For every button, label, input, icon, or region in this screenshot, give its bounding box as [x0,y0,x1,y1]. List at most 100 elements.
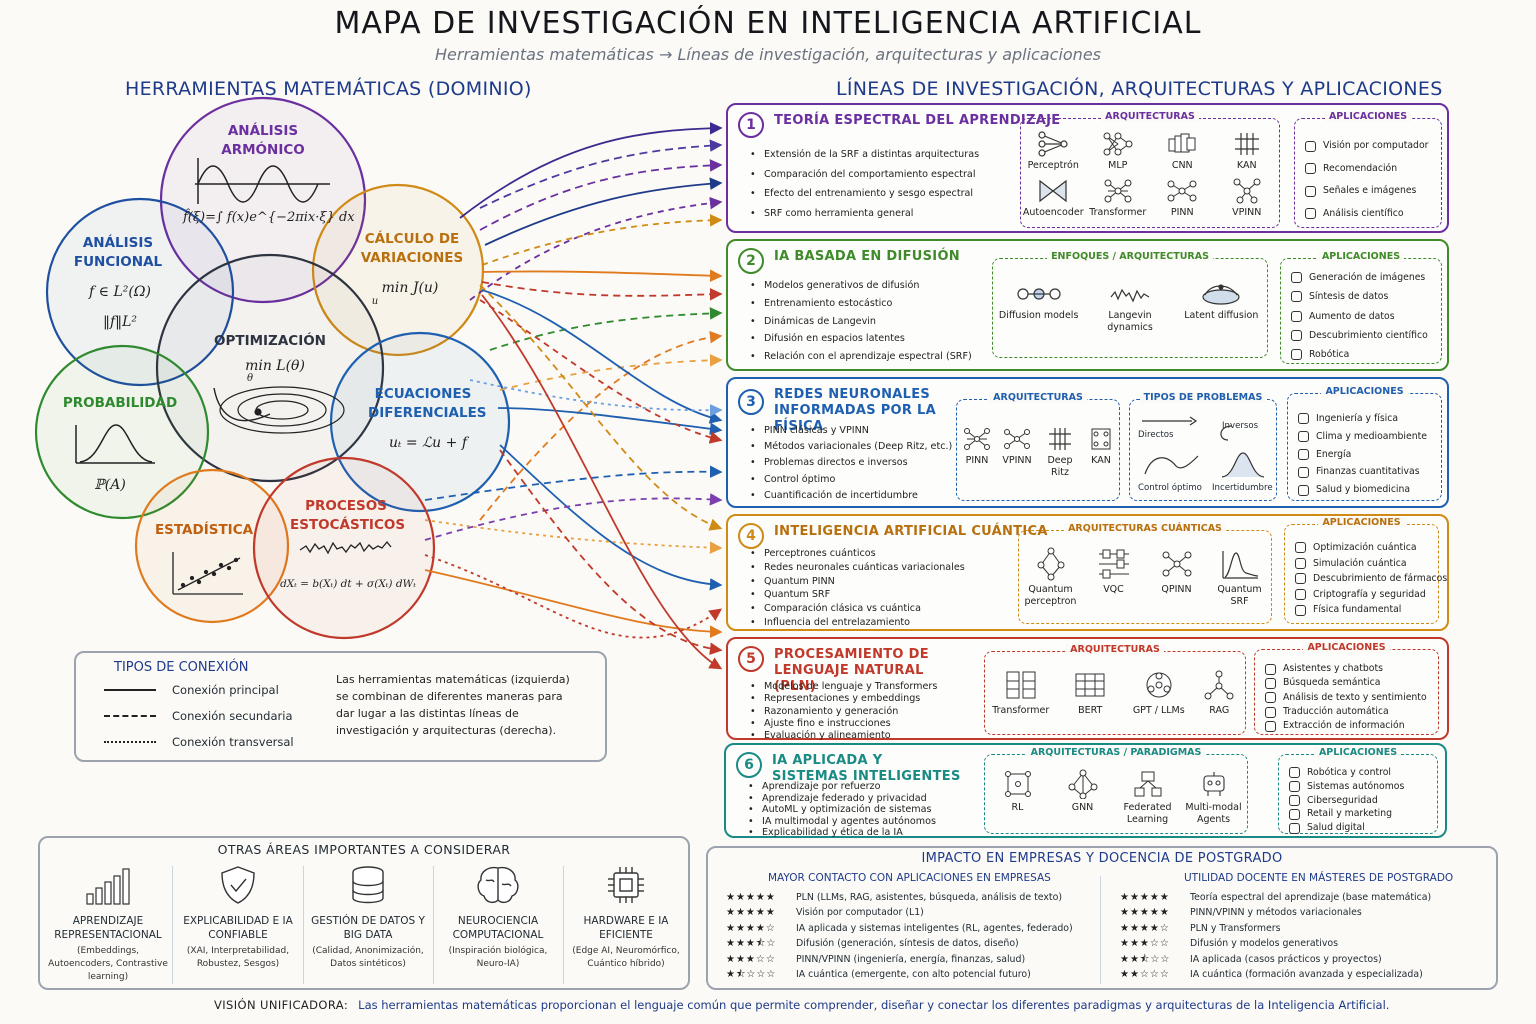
applications-box: APLICACIONES Asistentes y chatbots Búsqu… [1254,642,1439,735]
transformer-block-icon [1006,671,1036,699]
grid-icon [1049,428,1071,450]
list-item: Problemas directos e inversos [750,455,952,471]
circle-label-procesos-estocasticos: PROCESOS ESTOCÁSTICOS [290,498,406,533]
sde-formula: dXₜ = b(Xₜ) dt + σ(Xₜ) dWₜ [280,578,416,590]
arrow-cv-p2 [481,269,723,283]
network-icon [1103,132,1133,156]
energy-icon [1298,448,1309,460]
list-item: Ajuste fino e instrucciones [750,718,937,731]
problem-incertidumbre: Incertidumbre [1212,483,1273,493]
list-item: Efecto del entrenamiento y sesgo espectr… [750,184,979,204]
circle-label-analisis-funcional: ANÁLISIS FUNCIONAL [73,235,163,270]
impact-divider [1100,876,1101,984]
shield-icon [1289,794,1300,806]
home-icon [1305,163,1316,175]
grid-icon [1234,133,1259,155]
legend-title: TIPOS DE CONEXIÓN [114,660,249,675]
arrow-opt-p1 [484,177,723,246]
arch-pinn: PINN [1151,178,1213,219]
atom-icon [1295,604,1306,616]
applications-box: APLICACIONES Optimización cuántica Simul… [1284,517,1447,624]
arrow-proc-p2 [499,353,723,391]
dashed-line-swatch [104,715,156,717]
list-item: ★★★☆☆PINN/VPINN (ingeniería, energía, fi… [726,952,1073,967]
applications-title: APLICACIONES [1317,251,1405,262]
list-item: Descubrimiento científico [1291,326,1428,345]
list-item: Aumento de datos [1291,307,1428,326]
scatter-plot-illustration [172,552,243,595]
panel-number: 4 [738,523,764,549]
other-area-datos: GESTIÓN DE DATOS Y BIG DATA (Calidad, An… [304,864,432,986]
panel-number: 6 [736,752,762,778]
arch-quantum-perceptron: Quantum perceptron [1020,547,1082,608]
harmonic-wave-illustration [195,158,330,204]
list-item: Ingeniería y física [1298,410,1427,428]
arrow-est-p2 [479,330,723,521]
fourier-formula: f̂(ξ)=∫ f(x)e^{−2πix·ξ} dx [183,210,355,225]
unifying-vision: VISIÓN UNIFICADORA:Las herramientas mate… [214,998,1389,1012]
impact-left-heading: MAYOR CONTACTO CON APLICACIONES EN EMPRE… [768,872,1051,884]
arrow-opt-p4 [479,284,723,531]
robot-icon [1202,772,1225,796]
star-rating: ★★★★★ [1120,907,1170,919]
circle-label-optimizacion: OPTIMIZACIÓN [213,333,326,349]
arch-multimodal-agents: Multi-modal Agents [1183,769,1245,826]
arrow-prob-p2 [489,307,723,351]
panel-ia-aplicada: 6 IA APLICADA Y SISTEMAS INTELIGENTES Ap… [724,743,1447,839]
list-item: Salud y biomedicina [1298,481,1427,499]
applications-title: APLICACIONES [1321,386,1408,397]
list-item: Traducción automática [1265,705,1427,719]
star-rating: ★★★☆☆ [726,953,776,965]
arch-deep-ritz: Deep Ritz [1038,426,1082,479]
list-item: Modelos generativos de difusión [750,277,972,295]
panel-bullets: Modelos de lenguaje y Transformers Repre… [750,681,937,743]
list-item: Robótica y control [1289,766,1404,780]
arch-bert: BERT [1060,668,1120,717]
architectures-title: ARQUITECTURAS [1066,644,1164,655]
circle-optimizacion [155,253,385,483]
latent-space-icon [1202,284,1240,305]
network-icon [1104,179,1132,203]
list-item: Quantum PINN [750,575,965,589]
pde-formula: uₜ = ℒu + f [388,435,467,451]
list-item: ★★⯪☆☆IA aplicada (casos prácticos y proy… [1120,952,1431,967]
signal-icon [1305,185,1316,197]
list-item: Modelos de lenguaje y Transformers [750,681,937,694]
impact-box: IMPACTO EN EMPRESAS Y DOCENCIA DE POSTGR… [706,846,1498,990]
solid-line-swatch [104,689,156,691]
applications-box: APLICACIONES Generación de imágenes Sínt… [1280,251,1442,364]
star-rating: ★★★★☆ [726,922,776,934]
list-item: ★★★★★PINN/VPINN y métodos variacionales [1120,905,1431,920]
arrow-funcional-p1 [479,139,723,209]
optimization-formula: min L(θ) [245,358,305,374]
list-item: Búsqueda semántica [1265,676,1427,690]
quantum-circuit-icon [1098,549,1129,579]
arch-rl: RL [988,769,1048,826]
problem-control-optimo: Control óptimo [1138,483,1202,493]
document-icon [1305,208,1316,220]
search-icon [1265,677,1276,689]
list-item: ★★★★☆PLN y Transformers [1120,921,1431,936]
other-areas-box: OTRAS ÁREAS IMPORTANTES A CONSIDERAR APR… [38,836,690,990]
circle-analisis-funcional [45,197,235,387]
list-item: AutoML y optimización de sistemas [748,804,936,816]
arch-federated-learning: Federated Learning [1118,769,1178,826]
brain-icon [477,866,519,904]
list-item: Análisis de texto y sentimiento [1265,691,1427,705]
circle-probabilidad [34,344,210,520]
applications-box: APLICACIONES Visión por computador Recom… [1294,111,1442,228]
architectures-title: ARQUITECTURAS CUÁNTICAS [1064,523,1226,534]
legend-row-transversal: Conexión transversal [104,735,294,749]
panel-title: IA BASADA EN DIFUSIÓN [774,249,960,264]
molecule-icon [1295,573,1306,585]
list-item: Extensión de la SRF a distintas arquitec… [750,145,979,165]
applications-box: APLICACIONES Ingeniería y física Clima y… [1287,386,1442,501]
panel-title: INTELIGENCIA ARTIFICIAL CUÁNTICA [774,524,1048,539]
impact-teaching-list: ★★★★★Teoría espectral del aprendizaje (b… [1120,890,1431,982]
arrow-right-icon [1142,416,1198,426]
legend-description: Las herramientas matemáticas (izquierda)… [336,673,570,737]
car-icon [1289,781,1300,793]
diffusion-chain-icon [1017,288,1061,300]
approaches-box: ENFOQUES / ARQUITECTURAS Diffusion model… [992,251,1268,358]
network-icon [1233,178,1261,204]
